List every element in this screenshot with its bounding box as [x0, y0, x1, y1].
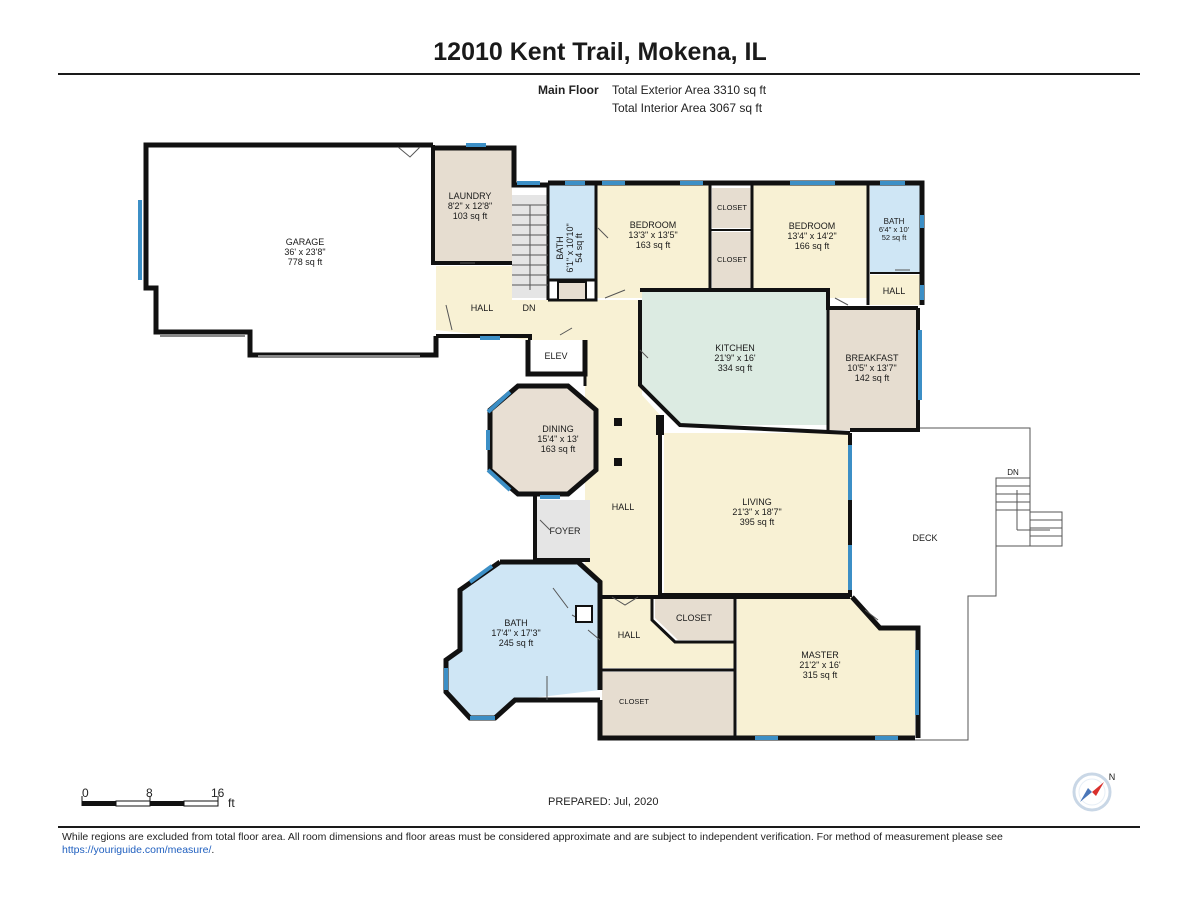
c-closet	[575, 605, 593, 623]
cl-box	[557, 281, 587, 301]
bath-ne-fill	[870, 183, 920, 272]
bedroom1-dims: 13'3" x 13'5"	[628, 230, 677, 240]
breakfast-name: BREAKFAST	[845, 353, 899, 363]
interior-area: Total Interior Area 3067 sq ft	[612, 101, 763, 115]
bedroom1-name: BEDROOM	[630, 220, 677, 230]
measure-link[interactable]: https://youriguide.com/measure/	[62, 844, 212, 856]
room-fills	[433, 148, 920, 736]
bedroom1-area: 163 sq ft	[636, 240, 671, 250]
master-bath-dims: 17'4" x 17'3"	[491, 628, 540, 638]
hall-ne-fill	[870, 275, 920, 305]
bath-ne-area: 52 sq ft	[882, 233, 908, 242]
bath-ne-dims: 6'4" x 10'	[879, 225, 910, 234]
dining-name: DINING	[542, 424, 574, 434]
breakfast-area: 142 sq ft	[855, 373, 890, 383]
living-name: LIVING	[742, 497, 772, 507]
interior-stairs	[512, 204, 548, 290]
hall-south-label: HALL	[618, 630, 641, 640]
deck-dn-label: DN	[1007, 468, 1019, 477]
laundry-area: 103 sq ft	[453, 211, 488, 221]
disclaimer-end: .	[211, 844, 215, 856]
master-name: MASTER	[801, 650, 839, 660]
bedroom2-area: 166 sq ft	[795, 241, 830, 251]
laundry-dims: 8'2" x 12'8"	[448, 201, 492, 211]
compass-north: N	[1109, 772, 1116, 782]
hall-garage-fill	[436, 266, 640, 340]
closet-sw-fill	[602, 672, 735, 736]
kitchen-name: KITCHEN	[715, 343, 755, 353]
dining-area: 163 sq ft	[541, 444, 576, 454]
windows	[138, 143, 924, 740]
bedroom2-fill	[752, 183, 868, 298]
laundry-fill	[433, 148, 512, 263]
master-fill	[737, 597, 915, 736]
scale-bar	[81, 796, 219, 807]
bedroom2-dims: 13'4" x 14'2"	[787, 231, 836, 241]
closet-b-fill	[712, 232, 752, 288]
exterior-area: Total Exterior Area 3310 sq ft	[612, 83, 767, 97]
master-bath-name: BATH	[504, 618, 527, 628]
hall-ne-label: HALL	[883, 286, 906, 296]
scale-tick-16: 16	[211, 786, 225, 800]
kitchen-fill	[642, 290, 828, 425]
laundry-name: LAUNDRY	[449, 191, 492, 201]
page-title: 12010 Kent Trail, Mokena, IL	[433, 38, 767, 66]
deck-label: DECK	[912, 533, 937, 543]
scale-unit: ft	[228, 796, 235, 810]
hall-south-fill	[600, 597, 735, 668]
bath-small-fill	[548, 183, 596, 280]
doors	[397, 146, 910, 700]
hall-center-fill	[585, 340, 660, 595]
elev-label: ELEV	[544, 351, 567, 361]
closet-a-fill	[712, 188, 752, 228]
closet-sw-label: CLOSET	[619, 697, 649, 706]
kitchen-area: 334 sq ft	[718, 363, 753, 373]
bedroom2-name: BEDROOM	[789, 221, 836, 231]
garage-windows	[160, 335, 420, 357]
dining-fill	[490, 386, 596, 494]
floor-label: Main Floor	[538, 83, 599, 97]
disclaimer-text: While regions are excluded from total fl…	[62, 831, 1003, 843]
bath-small-area: 54 sq ft	[574, 233, 584, 263]
bath-ne-name: BATH	[884, 217, 905, 226]
foyer-fill	[535, 500, 590, 560]
kitchen-dims: 21'9" x 16'	[714, 353, 755, 363]
foyer-label: FOYER	[549, 526, 581, 536]
bath-small-name: BATH	[555, 236, 565, 259]
prepared-date: PREPARED: Jul, 2020	[548, 796, 659, 808]
living-fill	[664, 433, 850, 595]
dining-dims: 15'4" x 13'	[537, 434, 578, 444]
closet-b-label: CLOSET	[717, 255, 747, 264]
garage-name: GARAGE	[286, 237, 325, 247]
breakfast-dims: 10'5" x 13'7"	[847, 363, 896, 373]
elev-fill	[530, 342, 580, 372]
garage-dims: 36' x 23'8"	[284, 247, 325, 257]
living-dims: 21'3" x 18'7"	[732, 507, 781, 517]
scale-tick-8: 8	[146, 786, 153, 800]
hall-center-label: HALL	[612, 502, 635, 512]
closet-a-label: CLOSET	[717, 203, 747, 212]
scale-tick-0: 0	[82, 786, 89, 800]
garage-area: 778 sq ft	[288, 257, 323, 267]
master-dims: 21'2" x 16'	[799, 660, 840, 670]
room-labels: GARAGE 36' x 23'8" 778 sq ft LAUNDRY 8'2…	[284, 191, 1019, 706]
header-divider	[58, 73, 1140, 75]
breakfast-fill	[828, 308, 918, 430]
compass-icon: N	[1072, 772, 1116, 812]
master-bath-fill	[446, 562, 600, 718]
bath-small-dims: 6'1" x 10'10"	[565, 223, 575, 272]
master-bath-area: 245 sq ft	[499, 638, 534, 648]
disclaimer: While regions are excluded from total fl…	[62, 831, 1132, 857]
bedroom1-fill	[596, 183, 710, 298]
master-area: 315 sq ft	[803, 670, 838, 680]
closet-south-label: CLOSET	[676, 613, 713, 623]
hall-garage-label: HALL	[471, 303, 494, 313]
deck-outline	[880, 427, 1063, 741]
living-area: 395 sq ft	[740, 517, 775, 527]
closet-south-fill	[655, 597, 735, 640]
dn-label: DN	[523, 303, 536, 313]
footer-divider	[58, 826, 1140, 828]
